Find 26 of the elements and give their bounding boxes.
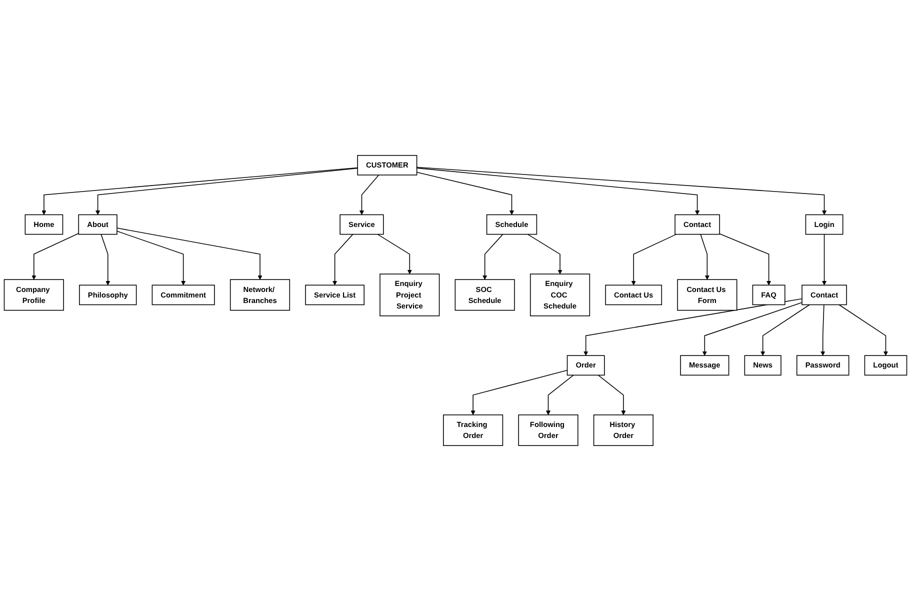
arrow <box>820 304 826 356</box>
arrow <box>822 234 827 286</box>
arrow <box>719 233 772 286</box>
arrow <box>702 302 802 356</box>
arrow <box>377 234 412 274</box>
arrow <box>42 167 358 215</box>
arrow <box>470 370 568 416</box>
arrow <box>32 233 80 280</box>
arrow <box>700 234 710 280</box>
arrow <box>116 228 262 280</box>
arrow <box>631 234 677 286</box>
arrow <box>416 172 514 215</box>
arrow <box>838 304 888 356</box>
arrow <box>546 374 574 416</box>
arrow <box>584 298 802 356</box>
arrow <box>95 168 358 215</box>
arrow <box>598 374 626 416</box>
arrow <box>359 174 380 215</box>
arrow <box>760 304 810 356</box>
arrow <box>416 166 827 215</box>
arrow <box>416 168 700 215</box>
arrow <box>100 234 110 286</box>
arrow <box>116 230 186 286</box>
arrow <box>482 234 504 280</box>
arrow <box>332 234 354 286</box>
arrow <box>527 234 562 274</box>
